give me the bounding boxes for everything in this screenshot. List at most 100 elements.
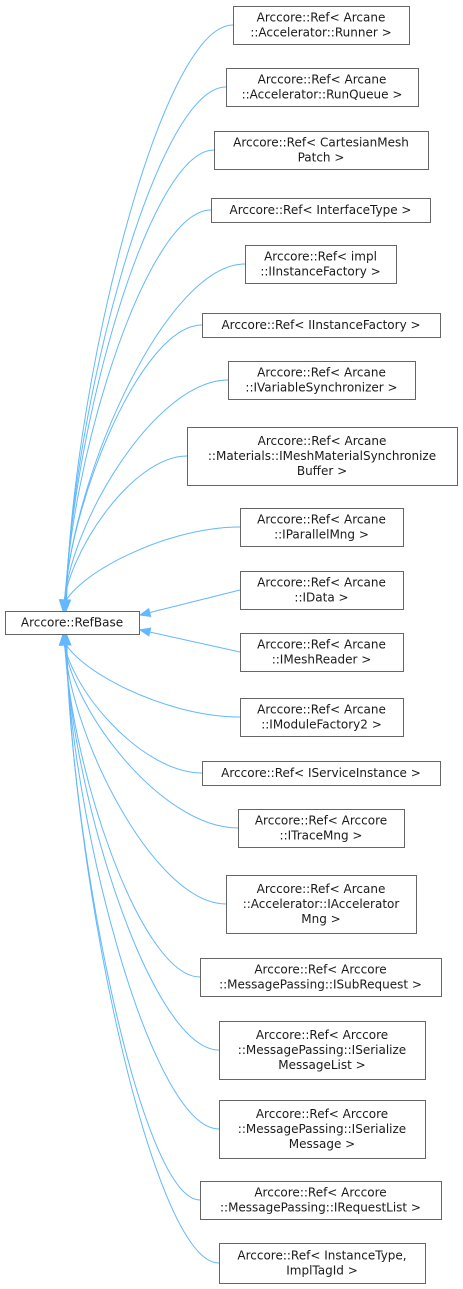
derived-class-node[interactable]: Arccore::Ref< Arccore::MessagePassing::I…: [219, 1021, 426, 1080]
inheritance-edge: [64, 634, 220, 1051]
inheritance-edge: [63, 324, 203, 611]
node-label-line: Arccore::Ref< IInstanceFactory >: [221, 318, 420, 332]
node-box: [226, 875, 417, 934]
node-label-line: Arccore::Ref< InterfaceType >: [230, 203, 412, 217]
inheritance-edge: [62, 634, 241, 718]
derived-class-node[interactable]: Arccore::Ref< Arcane::IParallelMng >: [240, 508, 404, 547]
node-label-line: Mng >: [301, 912, 340, 926]
node-label-line: Buffer >: [297, 464, 347, 478]
node-label-line: ::IVariableSynchronizer >: [245, 381, 397, 395]
node-box: [200, 958, 442, 997]
derived-class-node[interactable]: Arccore::Ref< Arcane::Accelerator::RunQu…: [226, 68, 419, 107]
derived-class-node[interactable]: Arccore::Ref< Arcane::IVariableSynchroni…: [228, 361, 416, 400]
node-box: [219, 1243, 426, 1284]
derived-class-node[interactable]: Arccore::Ref< Arccore::MessagePassing::I…: [219, 1100, 426, 1159]
node-box: [200, 1181, 442, 1220]
derived-class-node[interactable]: Arccore::Ref< Arcane::IMeshReader >: [240, 633, 404, 672]
node-label-line: ::IInstanceFactory >: [260, 265, 380, 279]
node-box: [214, 131, 429, 170]
node-label-line: ::MessagePassing::IRequestList >: [220, 1201, 421, 1215]
node-label-line: ::IModuleFactory2 >: [261, 718, 382, 732]
node-label-line: Arccore::Ref< Arcane: [257, 513, 386, 527]
node-label-line: Arccore::Ref< Arcane: [258, 73, 387, 87]
derived-class-node[interactable]: Arccore::Ref< Arccore::MessagePassing::I…: [200, 1181, 442, 1220]
inheritance-edge: [65, 86, 227, 611]
node-label-line: ::IData >: [294, 591, 348, 605]
inheritance-edge: [66, 634, 220, 1264]
inheritance-edge: [62, 455, 188, 611]
node-label-line: ::Materials::IMeshMaterialSynchronize: [208, 449, 436, 463]
derived-class-node[interactable]: Arccore::Ref< Arccore::MessagePassing::I…: [200, 958, 442, 997]
node-box: [211, 198, 431, 223]
node-label-line: ::MessagePassing::ISubRequest >: [219, 978, 422, 992]
node-label-line: ::ITraceMng >: [280, 829, 363, 843]
derived-class-node[interactable]: Arccore::Ref< Arcane::Accelerator::Runne…: [233, 6, 410, 45]
node-box: [226, 68, 419, 107]
derived-class-node[interactable]: Arccore::Ref< impl::IInstanceFactory >: [245, 245, 397, 284]
node-label-line: Arccore::Ref< Arcane: [257, 576, 386, 590]
node-box: [219, 1100, 426, 1159]
node-box: [233, 6, 410, 45]
node-label-line: Arccore::Ref< Arccore: [254, 1186, 386, 1200]
node-label-line: Arccore::Ref< Arcane: [257, 11, 386, 25]
derived-class-node[interactable]: Arccore::Ref< InterfaceType >: [211, 198, 431, 223]
inheritance-edge: [63, 379, 229, 611]
node-label-line: Arccore::RefBase: [21, 616, 123, 630]
node-label-line: Arccore::Ref< Arccore: [256, 1107, 388, 1121]
node-label-line: ::Accelerator::RunQueue >: [242, 88, 403, 102]
node-label-line: Arccore::Ref< Arccore: [255, 814, 387, 828]
node-label-line: Arccore::Ref< CartesianMesh: [233, 136, 409, 150]
inheritance-edge: [63, 634, 227, 905]
node-label-line: Arccore::Ref< Arccore: [256, 1028, 388, 1042]
node-label-line: ImplTagId >: [286, 1264, 358, 1278]
inheritance-edge: [64, 209, 212, 611]
node-box: [202, 761, 441, 786]
derived-class-node[interactable]: Arccore::Ref< IServiceInstance >: [202, 761, 441, 786]
inheritance-edge: [62, 526, 241, 611]
node-label-line: ::MessagePassing::ISerialize: [238, 1043, 406, 1057]
derived-class-node[interactable]: Arccore::Ref< Arcane::IData >: [240, 571, 404, 610]
node-label-line: ::Accelerator::IAccelerator: [243, 897, 400, 911]
node-box: [240, 571, 404, 610]
inheritance-edge: [62, 634, 203, 774]
node-label-line: Arccore::Ref< Arcane: [257, 882, 386, 896]
node-label-line: Arccore::Ref< impl: [264, 250, 377, 264]
node-box: [245, 245, 397, 284]
node-box: [240, 508, 404, 547]
derived-class-node[interactable]: Arccore::Ref< InstanceType,ImplTagId >: [219, 1243, 426, 1284]
inheritance-edge: [65, 149, 215, 611]
inheritance-arrowhead: [62, 633, 72, 646]
inheritance-edge: [139, 589, 241, 616]
inheritance-edges: [58, 24, 246, 1264]
node-box: [202, 313, 441, 338]
node-box: [238, 809, 405, 848]
inheritance-edge: [63, 634, 239, 829]
base-class-node[interactable]: Arccore::RefBase: [5, 611, 140, 635]
inheritance-arrowhead: [138, 627, 152, 637]
derived-class-node[interactable]: Arccore::Ref< Arcane::IModuleFactory2 >: [240, 698, 404, 737]
inheritance-edge: [139, 629, 241, 653]
inheritance-edge: [65, 634, 220, 1130]
node-label-line: Message >: [289, 1137, 355, 1151]
inheritance-arrowhead: [58, 599, 69, 612]
node-label-line: MessageList >: [278, 1058, 365, 1072]
node-label-line: Arccore::Ref< Arcane: [258, 434, 387, 448]
node-label-line: Arccore::Ref< Arcane: [257, 638, 386, 652]
node-box: [187, 427, 458, 486]
node-label-line: ::IParallelMng >: [274, 528, 369, 542]
derived-class-node[interactable]: Arccore::Ref< IInstanceFactory >: [202, 313, 441, 338]
node-label-line: ::IMeshReader >: [272, 653, 372, 667]
node-label-line: Arccore::Ref< IServiceInstance >: [221, 766, 421, 780]
derived-class-node[interactable]: Arccore::Ref< Arcane::Accelerator::IAcce…: [226, 875, 417, 934]
node-box: [240, 698, 404, 737]
node-label-line: ::MessagePassing::ISerialize: [238, 1122, 406, 1136]
node-box: [5, 611, 140, 635]
node-label-line: ::Accelerator::Runner >: [250, 26, 391, 40]
derived-class-node[interactable]: Arccore::Ref< Arcane::Materials::IMeshMa…: [187, 427, 458, 486]
derived-class-node[interactable]: Arccore::Ref< Arccore::ITraceMng >: [238, 809, 405, 848]
node-box: [219, 1021, 426, 1080]
inheritance-arrowhead: [138, 607, 152, 618]
